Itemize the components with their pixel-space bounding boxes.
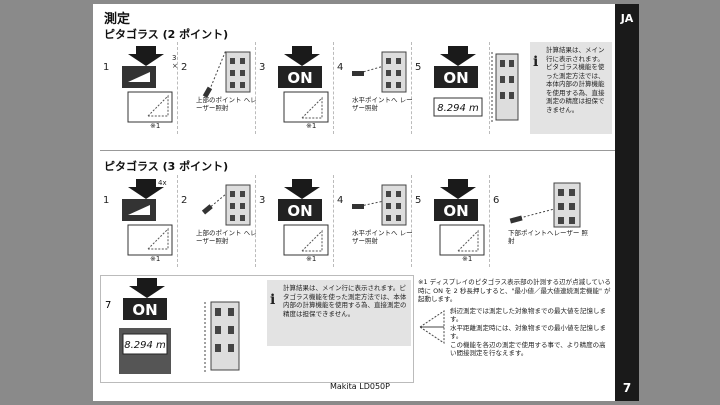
step-note: ※1 (462, 255, 473, 263)
step-caption: 下部ポイントへレーザー 照射 (508, 229, 588, 245)
step-number: 7 (105, 300, 112, 311)
step-number: 5 (415, 62, 422, 73)
pyth3-step-2: 2 上部のポイント ヘレーザー照射 (178, 175, 257, 267)
triangle-icon (419, 309, 445, 344)
footnote-line-1: 斜辺測定では測定した対象物までの最大値を記憶します。 (450, 306, 606, 324)
display-value: 8.294 m (437, 103, 479, 114)
section-divider (100, 150, 615, 151)
step-number: 3 (259, 195, 266, 206)
pyth3-step-3: 3 ON ※1 (256, 175, 334, 267)
pyth2-result-art (490, 42, 520, 134)
on-button-icon: ON (278, 179, 329, 256)
press-count: 4x (158, 179, 167, 187)
pyth2-step-2: 2 上部のポイント ヘレーザー照射 (178, 42, 257, 134)
step-number: 1 (103, 62, 110, 73)
step-note: ※1 (306, 255, 317, 263)
page-number: 7 (622, 381, 632, 395)
on-button-icon: ON 8.294 m (433, 46, 483, 117)
step-caption: 水平ポイントへ レーザー照射 (352, 96, 413, 112)
footnote: ※1 ディスプレイのピタゴラス表示部の計測する辺が点滅している時に ON を 2… (418, 278, 612, 358)
laser-icon (352, 51, 407, 93)
side-tab: JA 7 (615, 4, 639, 401)
pyth3-title: ピタゴラス (3 ポイント) (104, 160, 229, 173)
pyth2-step-5: 5 ON 8.294 m (412, 42, 490, 134)
pyth2-step-3: 3 ON ※1 (256, 42, 334, 134)
on-label: ON (443, 202, 468, 220)
laser-icon (509, 182, 581, 228)
pyth3-steps: 1 4x ※1 2 上部のポイント ヘレーザー照射 3 ON (100, 175, 590, 267)
laser-icon (201, 184, 251, 226)
pyth2-step-4: 4 水平ポイントへ レーザー照射 (334, 42, 413, 134)
step-note: ※1 (306, 122, 317, 130)
footnote-line-3: この機能を各辺の測定で使用する事で、より精度の高い間接測定を行なえます。 (450, 340, 606, 358)
on-label: ON (443, 69, 468, 87)
on-button-icon: ON (278, 46, 329, 123)
step-number: 1 (103, 195, 110, 206)
footer-model: Makita LD050P (330, 382, 390, 391)
pyth3-step-5: 5 ON ※1 (412, 175, 490, 267)
building-icon (491, 52, 519, 124)
language-tab: JA (620, 12, 634, 25)
step-number: 4 (337, 62, 344, 73)
pyth2-step-1: 1 3 × ※1 (100, 42, 178, 134)
building-icon (204, 301, 240, 372)
section-title: 測定 (104, 12, 131, 27)
step-caption: 水平ポイントへ レーザー照射 (352, 229, 413, 245)
info-icon: i (270, 292, 276, 308)
pyth3-step-4: 4 水平ポイントへ レーザー照射 (334, 175, 413, 267)
step-note: ※1 (150, 122, 161, 130)
footnote-head: ※1 ディスプレイのピタゴラス表示部の計測する辺が点滅している時に ON を 2… (418, 278, 611, 303)
on-label: ON (132, 301, 157, 319)
press-count: 3 × (172, 54, 178, 70)
mode-button-icon (122, 46, 173, 123)
step-number: 2 (181, 195, 188, 206)
pyth2-steps: 1 3 × ※1 2 上部のポイント ヘレーザー照射 3 ON (100, 42, 520, 134)
pyth3-step-1: 1 4x ※1 (100, 175, 178, 267)
step-caption: 上部のポイント ヘレーザー照射 (196, 96, 257, 112)
step-number: 5 (415, 195, 422, 206)
on-label: ON (287, 202, 312, 220)
display-value: 8.294 m (124, 340, 166, 351)
laser-icon (352, 184, 407, 226)
info-text: 計算結果は、メイン行に表示されます。ピタゴラス機能を使った測定方法では、本体内部… (546, 46, 605, 114)
laser-icon (202, 49, 251, 98)
on-button-icon: ON 8.294 m (119, 278, 171, 374)
bottom-info-note: i 計算結果は、メイン行に表示されます。ピタゴラス機能を使った測定方法では、本体… (267, 280, 411, 346)
pyth3-step-6: 6 下部ポイントへレーザー 照射 (490, 175, 590, 267)
mode-button-icon (122, 179, 173, 256)
step-number: 4 (337, 195, 344, 206)
footnote-line-2: 水平距離測定時には、対象物までの最小値を記憶します。 (450, 323, 606, 341)
step-caption: 上部のポイント ヘレーザー照射 (196, 229, 257, 245)
on-button-icon: ON (434, 179, 485, 256)
pyth2-title: ピタゴラス (2 ポイント) (104, 28, 229, 41)
on-label: ON (287, 69, 312, 87)
info-icon: i (533, 54, 539, 70)
pyth2-info-note: i 計算結果は、メイン行に表示されます。ピタゴラス機能を使った測定方法では、本体… (530, 42, 612, 134)
step-7-box: 7 ON 8.294 m i 計算結果は、メイン行に表示されます。ピタゴラス機能… (100, 275, 414, 383)
step-number: 2 (181, 62, 188, 73)
step-number: 6 (493, 195, 500, 206)
info-text: 計算結果は、メイン行に表示されます。ピタゴラス機能を使った測定方法では、本体内部… (283, 284, 407, 318)
step-number: 3 (259, 62, 266, 73)
step-note: ※1 (150, 255, 161, 263)
